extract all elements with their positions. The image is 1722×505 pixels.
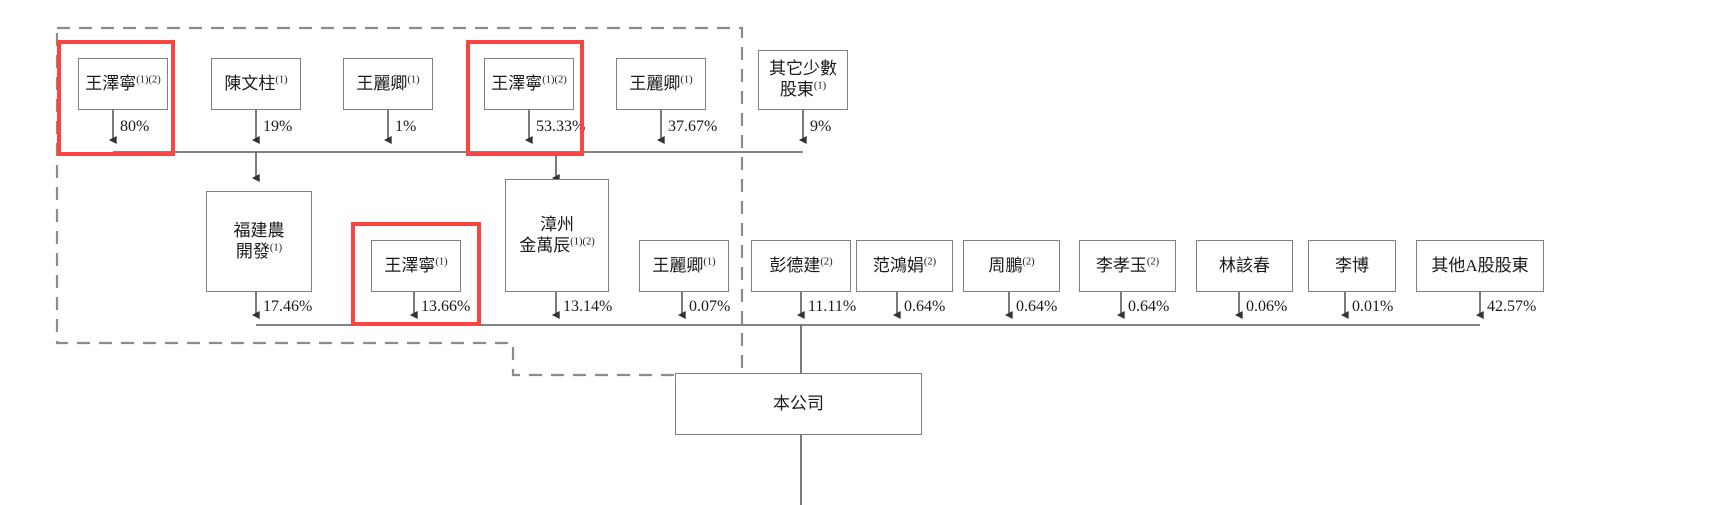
node-label: 王麗卿(1) <box>652 255 716 275</box>
footnote-marker: (1)(2) <box>542 73 567 85</box>
node-other-a-shareholders[interactable]: 其他A股股東 <box>1416 240 1544 292</box>
node-label: 漳州金萬辰(1)(2) <box>519 214 595 255</box>
percent-chenwenzhu: 19% <box>263 118 293 135</box>
node-wangzening-53[interactable]: 王澤寧(1)(2) <box>484 58 574 110</box>
percent-other-a-shareholders: 42.57% <box>1487 298 1537 315</box>
node-label: 陳文柱(1) <box>224 73 288 93</box>
footnote-marker: (2) <box>820 255 833 267</box>
footnote-marker: (1) <box>435 255 448 267</box>
node-label: 林該春 <box>1219 255 1270 275</box>
node-label: 周鵬(2) <box>988 255 1035 275</box>
percent-fujian-nong-kaifa: 17.46% <box>263 298 313 315</box>
node-zhangzhou-jinwanchen[interactable]: 漳州金萬辰(1)(2) <box>505 179 609 292</box>
footnote-marker: (1)(2) <box>136 73 161 85</box>
percent-wangliqing-1: 1% <box>395 118 417 135</box>
percent-zhangzhou-jinwanchen: 13.14% <box>563 298 613 315</box>
node-label: 王澤寧(1)(2) <box>491 73 567 93</box>
percent-lixiaoyu: 0.64% <box>1128 298 1170 315</box>
node-wangliqing-007[interactable]: 王麗卿(1) <box>639 240 729 292</box>
percent-wangliqing-37: 37.67% <box>668 118 718 135</box>
node-wangliqing-1[interactable]: 王麗卿(1) <box>343 58 433 110</box>
node-label: 王麗卿(1) <box>629 73 693 93</box>
percent-wangzening-80: 80% <box>120 118 150 135</box>
footnote-marker: (1) <box>680 73 693 85</box>
node-lingaichun[interactable]: 林該春 <box>1196 240 1293 292</box>
percent-pengdejian: 11.11% <box>808 298 857 315</box>
node-label: 福建農開發(1) <box>233 220 285 261</box>
node-fujian-nong-kaifa[interactable]: 福建農開發(1) <box>206 191 312 292</box>
node-pengdejian[interactable]: 彭德建(2) <box>751 240 851 292</box>
node-label: 王澤寧(1) <box>384 255 448 275</box>
node-label: 王麗卿(1) <box>356 73 420 93</box>
node-label: 王澤寧(1)(2) <box>85 73 161 93</box>
percent-fanhongjuan: 0.64% <box>904 298 946 315</box>
node-label: 本公司 <box>773 393 824 413</box>
footnote-marker: (1) <box>269 241 283 253</box>
node-wangzening-13[interactable]: 王澤寧(1) <box>371 240 461 292</box>
node-label: 彭德建(2) <box>769 255 833 275</box>
node-label: 李孝玉(2) <box>1095 255 1160 275</box>
node-label: 李博 <box>1335 255 1369 275</box>
footnote-marker: (2) <box>923 255 937 267</box>
percent-wangliqing-007: 0.07% <box>689 298 731 315</box>
node-other-minority-shareholders[interactable]: 其它少數股東(1) <box>758 50 848 110</box>
node-zhoupeng[interactable]: 周鵬(2) <box>963 240 1060 292</box>
percent-wangzening-53: 53.33% <box>536 118 586 135</box>
footnote-marker: (1) <box>813 80 827 92</box>
percent-zhoupeng: 0.64% <box>1016 298 1058 315</box>
node-fanhongjuan[interactable]: 范鴻娟(2) <box>856 240 953 292</box>
footnote-marker: (2) <box>1022 255 1035 267</box>
footnote-marker: (1) <box>407 73 420 85</box>
footnote-marker: (1) <box>275 73 288 85</box>
node-chenwenzhu[interactable]: 陳文柱(1) <box>211 58 301 110</box>
node-the-company[interactable]: 本公司 <box>675 373 922 435</box>
node-lixiaoyu[interactable]: 李孝玉(2) <box>1079 240 1176 292</box>
percent-libo: 0.01% <box>1352 298 1394 315</box>
node-wangzening-80[interactable]: 王澤寧(1)(2) <box>78 58 168 110</box>
node-wangliqing-37[interactable]: 王麗卿(1) <box>616 58 706 110</box>
footnote-marker: (1) <box>703 255 716 267</box>
percent-wangzening-13: 13.66% <box>421 298 471 315</box>
node-label: 其他A股股東 <box>1431 255 1529 275</box>
node-libo[interactable]: 李博 <box>1308 240 1396 292</box>
footnote-marker: (2) <box>1146 255 1160 267</box>
node-label: 范鴻娟(2) <box>872 255 937 275</box>
node-label: 其它少數股東(1) <box>769 59 837 99</box>
footnote-marker: (1)(2) <box>570 235 595 247</box>
percent-other-minority-shareholders: 9% <box>810 118 832 135</box>
percent-lingaichun: 0.06% <box>1246 298 1288 315</box>
